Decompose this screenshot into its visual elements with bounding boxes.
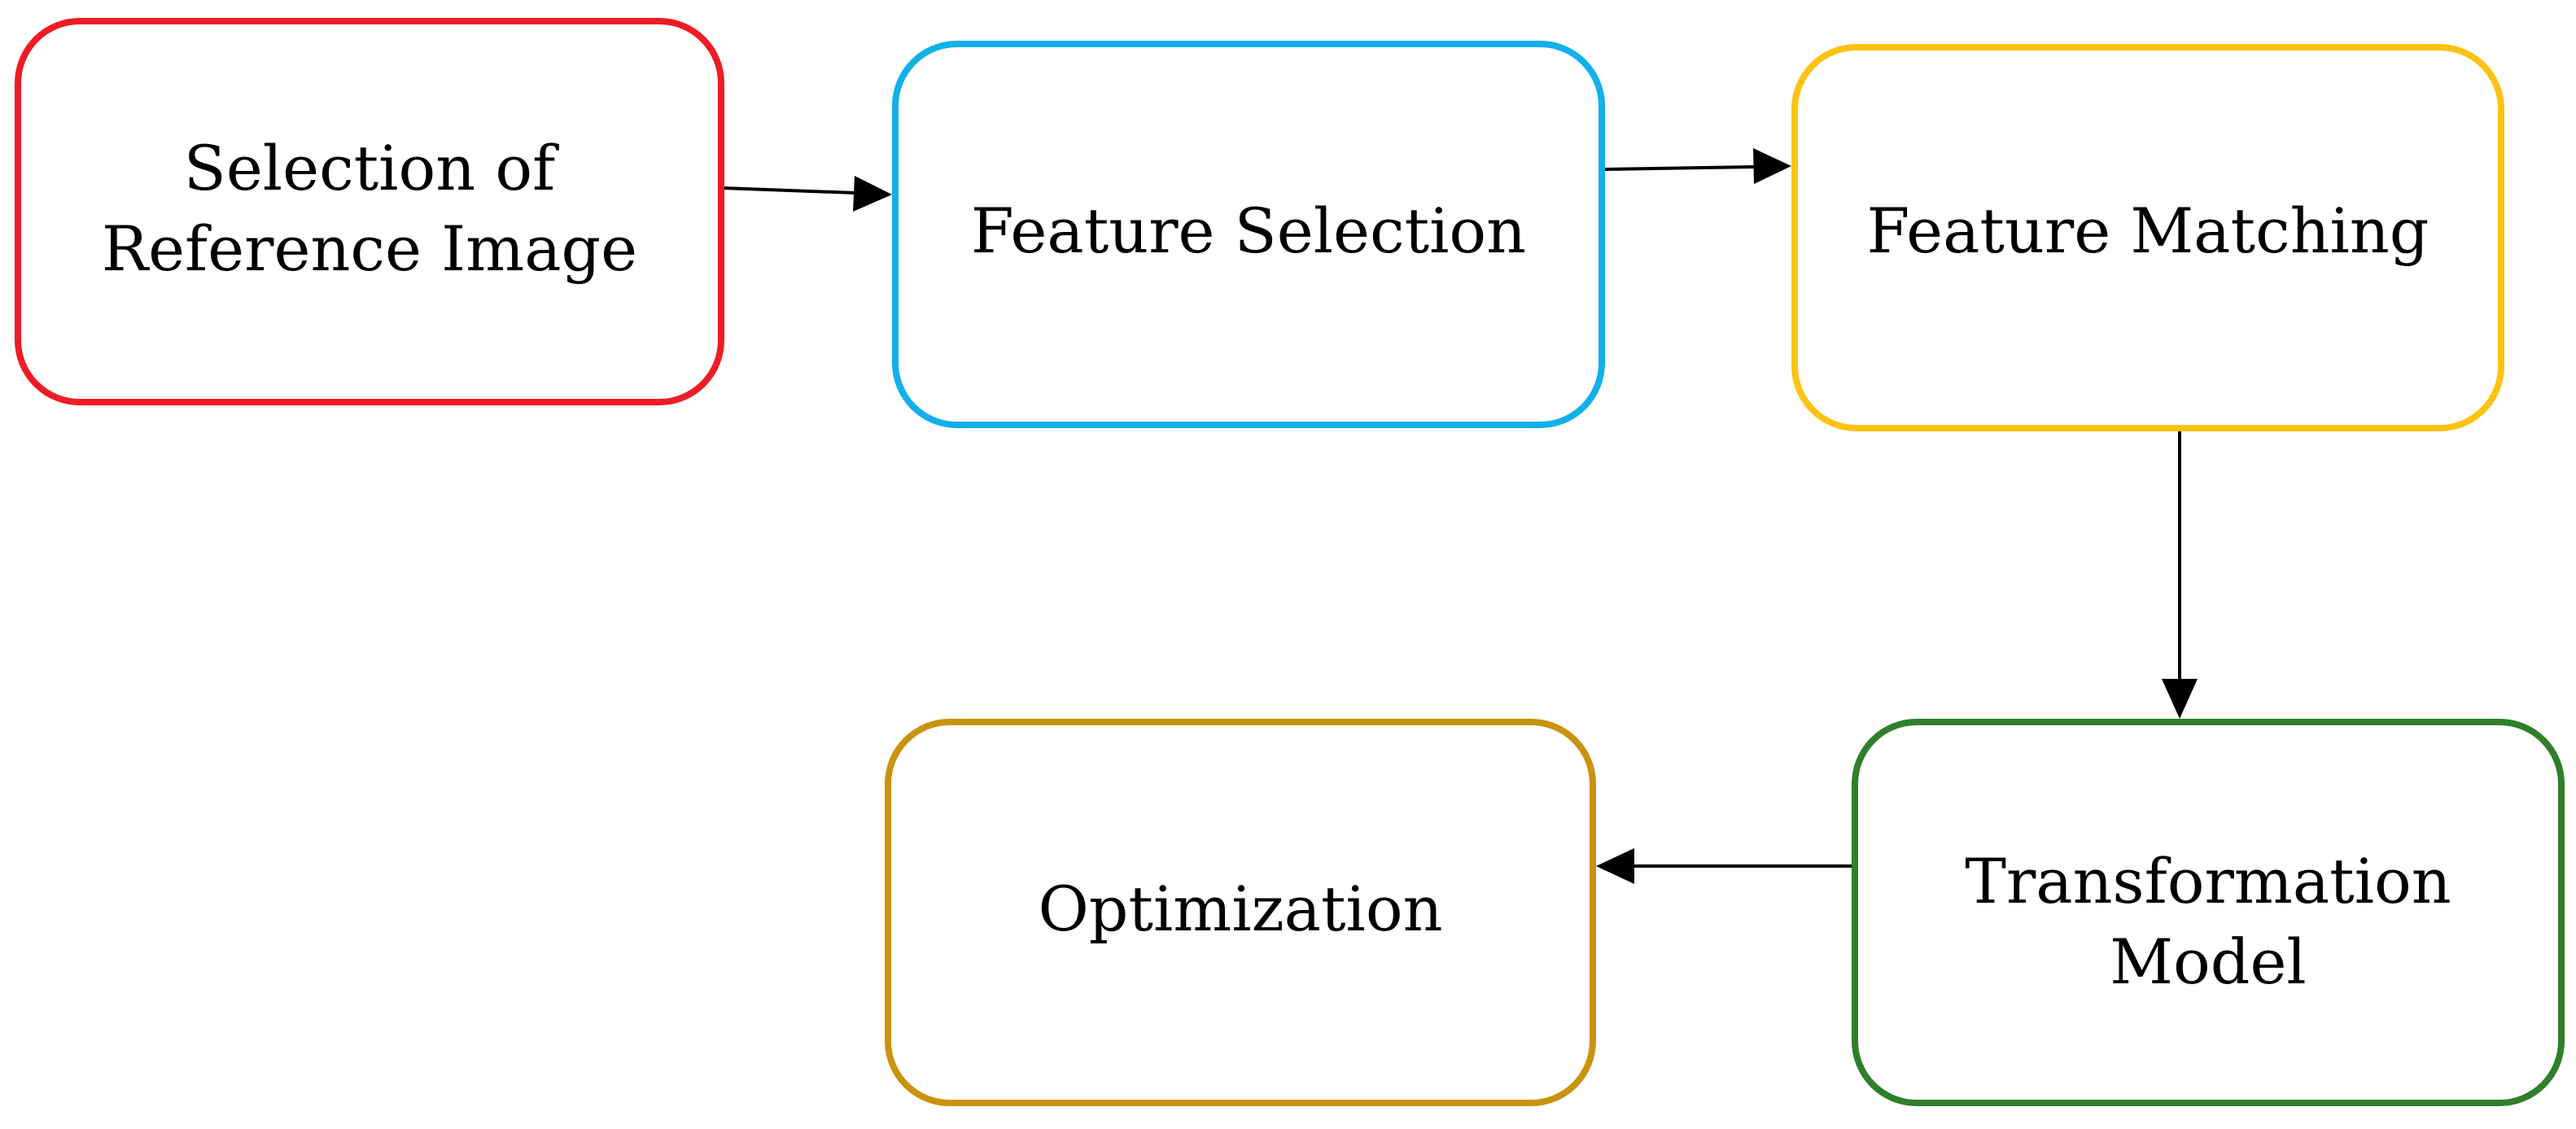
arrow-selection-to-feature-selection: [722, 176, 892, 212]
step-optimization: Optimization: [885, 719, 1596, 1106]
step-transformation-model: Transformation Model: [1852, 719, 2565, 1106]
step-label: Feature Selection: [970, 194, 1527, 267]
arrow-head: [1753, 148, 1791, 184]
arrow-line: [1604, 165, 1755, 171]
step-label: Optimization: [1038, 872, 1443, 945]
step-label: Transformation Model: [1965, 845, 2451, 998]
arrow-head: [1596, 848, 1634, 884]
step-feature-selection: Feature Selection: [892, 41, 1605, 428]
step-label: Selection of Reference Image: [101, 132, 638, 285]
step-feature-matching: Feature Matching: [1791, 44, 2504, 431]
step-selection-of-reference-image: Selection of Reference Image: [15, 18, 724, 405]
arrow-feature-selection-to-feature-matching: [1604, 148, 1791, 184]
arrow-head: [2162, 679, 2198, 719]
arrow-feature-matching-to-transformation-model: [2162, 431, 2198, 719]
step-label: Feature Matching: [1866, 194, 2429, 267]
arrow-transformation-model-to-optimization: [1596, 848, 1852, 884]
arrow-head: [853, 176, 892, 212]
arrow-line: [722, 186, 857, 195]
